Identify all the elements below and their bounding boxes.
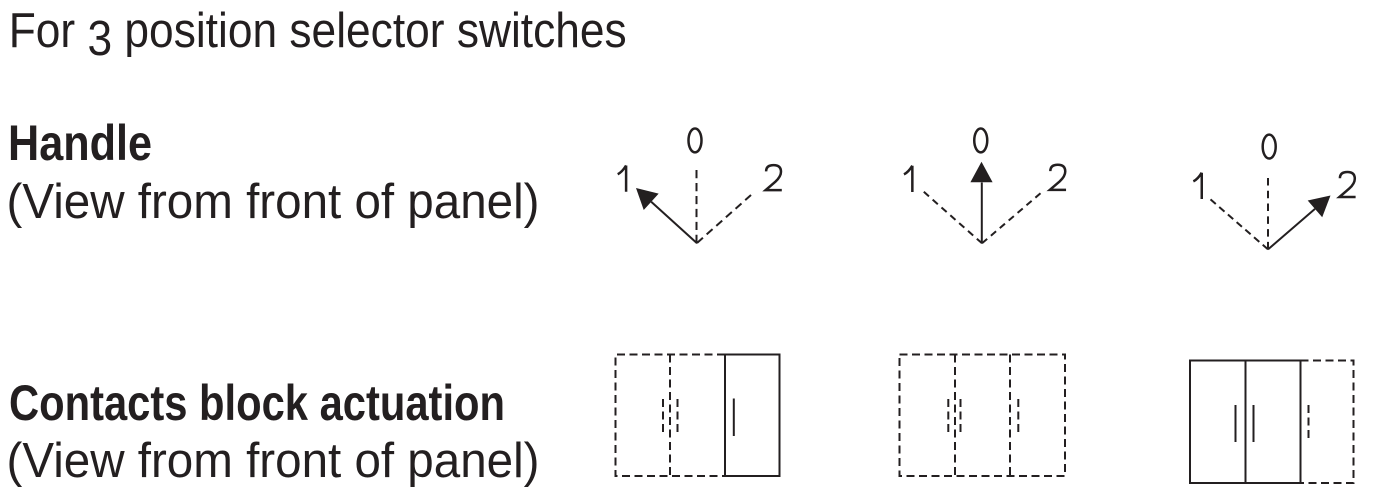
svg-text:Handle: Handle [8, 115, 152, 171]
svg-text:For 3 position selector switch: For 3 position selector switches [9, 4, 627, 66]
svg-text:Contacts block actuation: Contacts block actuation [9, 375, 505, 431]
svg-text:(View from front of panel): (View from front of panel) [7, 434, 540, 488]
svg-text:(View from front of panel): (View from front of panel) [7, 175, 540, 229]
